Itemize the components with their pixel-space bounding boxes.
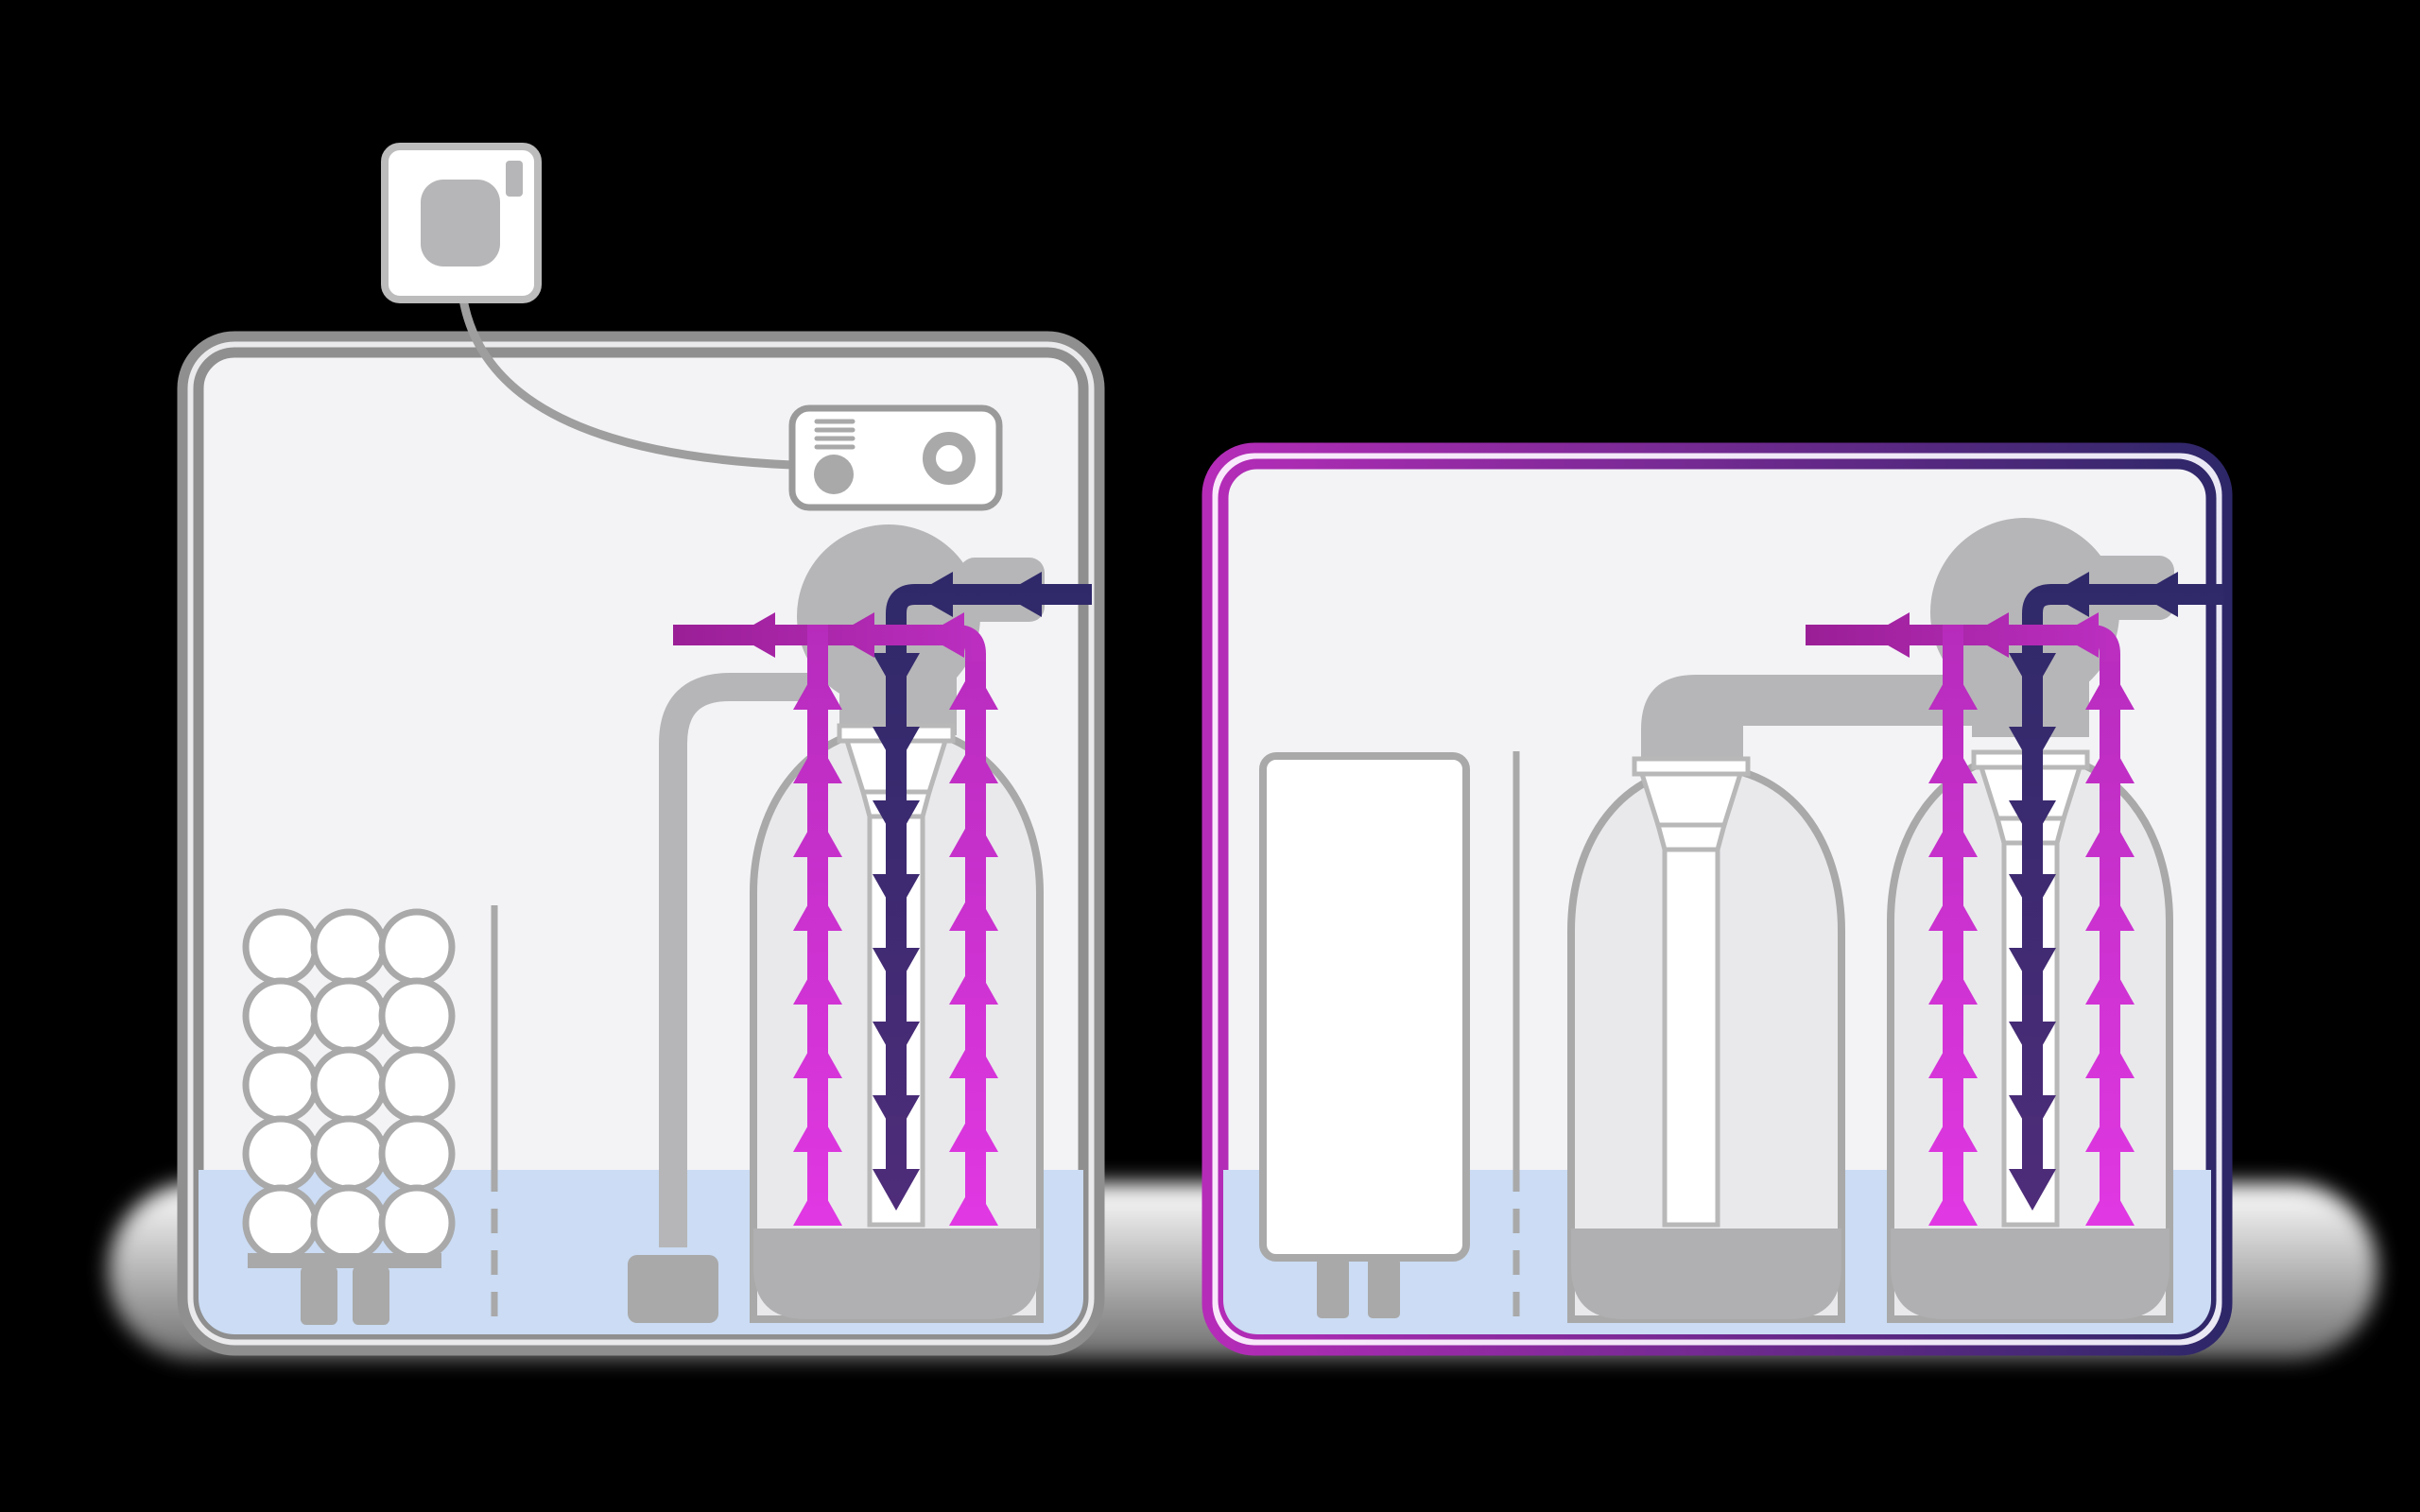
left-unit-service-flow-down-arrowhead xyxy=(873,653,920,695)
right-unit-upflow-left-arrowhead xyxy=(1928,887,1978,931)
left-unit-service-flow-down-arrowhead xyxy=(873,948,920,989)
right-unit-inlet-arrows-arrowhead xyxy=(2049,572,2089,617)
right-unit-upflow-right-arrowhead xyxy=(2085,666,2135,710)
right-unit-twin-tank-softener xyxy=(1201,442,2233,1356)
salt-pellet xyxy=(378,1115,456,1193)
right-unit-service-flow-down-arrowhead xyxy=(2009,948,2056,989)
right-unit-service-flow-down-arrowhead xyxy=(2009,1095,2056,1137)
right-unit-service-flow-down-arrowhead xyxy=(2009,1022,2056,1063)
left-unit-upflow-left-arrowhead xyxy=(793,666,842,710)
left-unit-inlet-arrows-arrowhead xyxy=(913,572,953,617)
salt-pellet xyxy=(378,977,456,1055)
control-panel-button xyxy=(814,455,854,494)
right-unit-service-flow-down-arrowhead xyxy=(2009,727,2056,768)
salt-pellet xyxy=(310,908,388,986)
standby-resin-tank-base xyxy=(1571,1228,1841,1319)
brine-cabinet-leg-right xyxy=(1368,1258,1400,1318)
right-unit-upflow-left-arrowhead xyxy=(1928,666,1978,710)
standby-riser-tube xyxy=(1662,847,1720,1228)
left-unit-upflow-left-arrowhead xyxy=(793,961,842,1005)
left-unit-upflow-left-arrowhead xyxy=(793,740,842,783)
left-unit-upflow-right-arrowhead xyxy=(949,1182,998,1226)
right-unit-upflow-right-arrowhead xyxy=(2085,961,2135,1005)
right-unit-service-flow-down-arrowhead xyxy=(2009,800,2056,842)
left-unit-service-flow-down-arrowhead xyxy=(873,1022,920,1063)
brine-pickup-pipe xyxy=(659,673,815,1247)
left-unit-service-flow-down-arrowhead xyxy=(873,874,920,916)
brine-cabinet-leg-left xyxy=(1317,1258,1349,1318)
left-unit-upflow-left-arrowhead xyxy=(793,1035,842,1078)
right-unit-upflow-right-arrowhead xyxy=(2085,814,2135,857)
salt-pellet xyxy=(378,1184,456,1262)
salt-pellet xyxy=(242,1115,320,1193)
left-unit-service-flow-down-arrowhead xyxy=(873,727,920,768)
left-unit-upflow-right-arrowhead xyxy=(949,887,998,931)
standby-injector-funnel xyxy=(1638,771,1744,828)
salt-pellet xyxy=(310,977,388,1055)
left-unit-upflow-right-arrowhead xyxy=(949,1108,998,1152)
salt-pellet xyxy=(242,908,320,986)
salt-platform-leg-right xyxy=(353,1266,389,1325)
salt-pellet xyxy=(242,1184,320,1262)
right-unit-outlet-arrows-arrowhead xyxy=(1969,612,2009,658)
salt-pellet xyxy=(242,1046,320,1124)
salt-platform xyxy=(248,1253,441,1268)
left-unit-service-flow-down-arrowhead xyxy=(873,1095,920,1137)
brine-pickup-foot xyxy=(628,1255,718,1323)
left-unit-outlet-arrows-arrowhead xyxy=(835,612,874,658)
control-panel-display-lines xyxy=(814,419,856,450)
left-resin-tank-base xyxy=(753,1228,1040,1319)
tank-connecting-pipe xyxy=(1641,675,1999,770)
left-unit-outlet-arrows-arrowhead xyxy=(925,612,964,658)
right-unit-upflow-left-arrowhead xyxy=(1928,740,1978,783)
right-unit-upflow-right-arrowhead xyxy=(2085,1108,2135,1152)
brine-cabinet xyxy=(1259,752,1470,1262)
power-cable xyxy=(456,266,793,470)
right-unit-upflow-left-arrowhead xyxy=(1928,961,1978,1005)
left-unit-upflow-left-arrowhead xyxy=(793,887,842,931)
left-unit-upflow-left-arrowhead xyxy=(793,814,842,857)
salt-pellet xyxy=(378,908,456,986)
right-unit-upflow-right-arrowhead xyxy=(2085,740,2135,783)
left-unit-service-flow-down-arrowhead xyxy=(873,1169,920,1211)
left-unit-upflow-right-arrowhead xyxy=(949,961,998,1005)
salt-pellet xyxy=(378,1046,456,1124)
left-unit-upflow-right-arrowhead xyxy=(949,1035,998,1078)
salt-pellet xyxy=(310,1184,388,1262)
salt-pellet xyxy=(310,1115,388,1193)
right-unit-upflow-right-arrowhead xyxy=(2085,1182,2135,1226)
left-unit-cabinet-softener xyxy=(177,143,1105,1356)
right-unit-upflow-left-arrowhead xyxy=(1928,1182,1978,1226)
right-unit-upflow-left-arrowhead xyxy=(1928,814,1978,857)
right-unit-inlet-arrows-arrowhead xyxy=(2138,572,2178,617)
right-unit-service-flow-down-arrowhead xyxy=(2009,1169,2056,1211)
salt-pellet xyxy=(310,1046,388,1124)
active-resin-tank-base xyxy=(1891,1228,2169,1319)
power-plug xyxy=(421,180,500,266)
left-unit-upflow-left-arrowhead xyxy=(793,1108,842,1152)
right-unit-upflow-left-arrowhead xyxy=(1928,1035,1978,1078)
right-unit-service-flow-down-arrowhead xyxy=(2009,874,2056,916)
salt-pellets xyxy=(242,908,456,1262)
left-unit-upflow-left-arrowhead xyxy=(793,1182,842,1226)
left-unit-outlet-arrows-arrowhead xyxy=(735,612,775,658)
right-unit-upflow-right-arrowhead xyxy=(2085,887,2135,931)
salt-pellet xyxy=(242,977,320,1055)
right-unit-service-flow-down-arrowhead xyxy=(2009,653,2056,695)
left-unit-upflow-right-arrowhead xyxy=(949,814,998,857)
socket-switch xyxy=(506,161,523,197)
right-unit-upflow-right-arrowhead xyxy=(2085,1035,2135,1078)
left-unit-upflow-right-arrowhead xyxy=(949,740,998,783)
left-unit-service-flow-down-arrowhead xyxy=(873,800,920,842)
right-unit-outlet-arrows-arrowhead xyxy=(2059,612,2099,658)
standby-injector-step xyxy=(1654,822,1728,852)
right-unit-outlet-arrows-arrowhead xyxy=(1870,612,1910,658)
right-unit-upflow-left-arrowhead xyxy=(1928,1108,1978,1152)
salt-platform-leg-left xyxy=(301,1266,337,1325)
left-unit-upflow-right-arrowhead xyxy=(949,666,998,710)
left-unit-inlet-arrows-arrowhead xyxy=(1002,572,1042,617)
control-panel-dial xyxy=(923,432,976,485)
flow-arrowheads xyxy=(735,572,2178,1226)
